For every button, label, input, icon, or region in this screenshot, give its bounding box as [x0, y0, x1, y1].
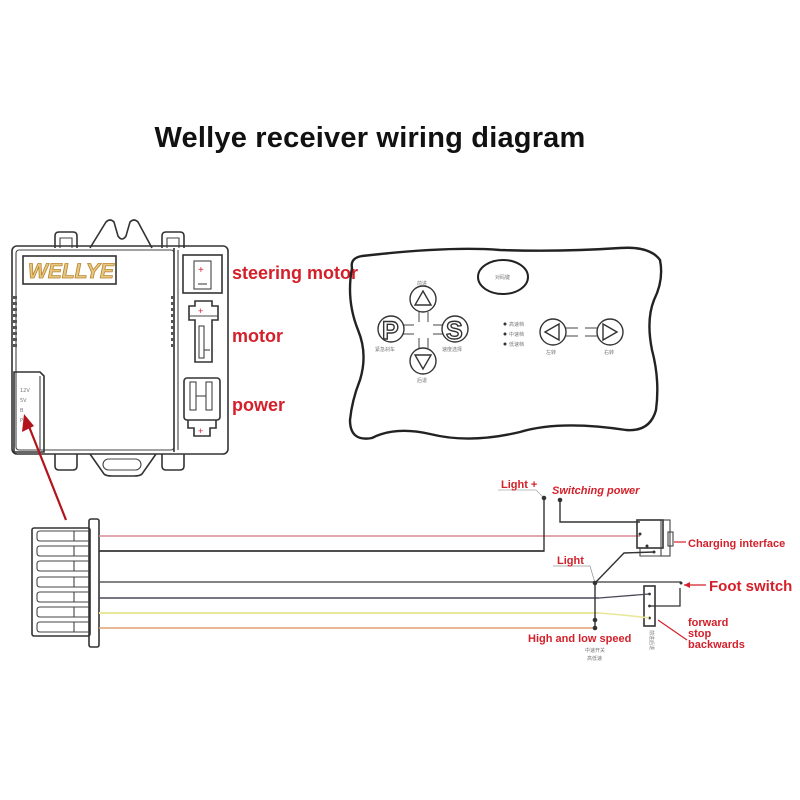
forward-caption: 前进	[417, 280, 427, 287]
pin-label-3: B	[20, 408, 24, 414]
receiver-bottom-slot	[102, 458, 142, 471]
label-backwards: backwards	[688, 639, 745, 651]
power-port: +	[183, 377, 221, 437]
motor-plus: +	[198, 306, 203, 316]
left-right-connector	[566, 327, 597, 337]
label-motor: motor	[232, 326, 283, 346]
brand-logo: WELLYE	[28, 260, 115, 283]
plug-flange	[88, 518, 100, 648]
receiver-top-tab-right	[161, 231, 185, 248]
speed-indicator-mid: 中速档	[509, 331, 524, 338]
speed-indicator-low: 低速档	[509, 341, 524, 348]
remote-outline	[348, 246, 663, 440]
power-plus: +	[198, 426, 203, 436]
label-direction-cn: 前进后退	[648, 630, 655, 650]
light-leader	[553, 565, 596, 584]
steering-motor-port	[182, 254, 223, 294]
up-arrow-icon	[413, 289, 433, 306]
pin-label-1: 12V	[20, 388, 30, 394]
pair-button-label: 对码键	[495, 274, 510, 281]
label-switching-power: Switching power	[552, 485, 640, 497]
speed-caption: 速度选择	[442, 346, 462, 353]
pin-header	[13, 371, 45, 453]
receiver-bottom-tab-left	[54, 454, 78, 471]
plug-body	[31, 527, 91, 637]
dpad-connectors	[402, 312, 445, 348]
brand-plate	[22, 255, 117, 285]
label-forward: forward	[688, 617, 728, 629]
backward-caption: 后退	[417, 377, 427, 384]
label-steering-motor: steering motor	[232, 263, 358, 283]
wire-harness	[99, 535, 681, 629]
left-button[interactable]	[539, 318, 567, 346]
left-arrow-icon	[543, 322, 560, 342]
forward-button[interactable]	[409, 285, 437, 313]
label-charging-interface: Charging interface	[688, 538, 785, 550]
receiver-vent-left	[13, 296, 17, 347]
label-high-low-speed-cn-2: 高低速	[587, 655, 602, 662]
left-caption: 左转	[546, 349, 556, 356]
right-button[interactable]	[596, 318, 624, 346]
remote-controller: 对码键 前进 后退 P 紧急刹车 S 速度选	[348, 246, 663, 440]
park-glyph: P	[382, 317, 399, 345]
park-button[interactable]: P	[377, 315, 405, 346]
light-wire-to-charger	[594, 551, 655, 584]
receiver-vent-right	[171, 296, 175, 347]
speed-indicators: 高速档 中速档 低速档	[503, 321, 524, 348]
park-caption: 紧急刹车	[375, 346, 395, 353]
receiver-top-tab-left-inner	[59, 237, 73, 248]
direction-switch	[598, 581, 706, 641]
speed-glyph: S	[446, 317, 463, 345]
label-high-low-speed-cn-1: 中速开关	[585, 647, 605, 654]
label-high-low-speed: High and low speed	[528, 633, 631, 645]
plug-pins	[36, 530, 89, 633]
right-caption: 右转	[604, 349, 614, 356]
label-light: Light	[557, 555, 584, 567]
receiver-body	[11, 245, 229, 455]
pair-button[interactable]	[477, 259, 529, 295]
backward-button[interactable]	[409, 347, 437, 375]
down-arrow-icon	[413, 354, 433, 371]
pin-label-2: 5V	[20, 398, 27, 404]
label-power: power	[232, 395, 285, 415]
connector-plug	[31, 518, 100, 648]
motor-port: +	[188, 300, 219, 363]
steering-motor-socket	[193, 260, 212, 290]
charging-interface-connector	[636, 519, 686, 557]
light-plus-wire	[99, 498, 545, 552]
receiver-top-tab-left	[54, 231, 78, 248]
switching-power-branch	[99, 489, 640, 552]
switching-power-wire	[559, 500, 640, 523]
receiver-unit: WELLYE + + + 12V 5V B P	[11, 219, 229, 477]
right-arrow-icon	[602, 322, 619, 342]
diagram-title: Wellye receiver wiring diagram	[154, 122, 586, 154]
receiver-bottom-clip	[89, 453, 157, 477]
light-branch	[553, 551, 655, 631]
label-light-plus: Light +	[501, 479, 537, 491]
pin-pointer-arrow	[22, 414, 68, 521]
receiver-bottom-tab-right	[161, 454, 185, 471]
receiver-top-clip	[89, 219, 153, 249]
speed-indicator-high: 高速档	[509, 321, 524, 328]
label-foot-switch: Foot switch	[709, 578, 792, 595]
speed-button[interactable]: S	[441, 315, 469, 346]
label-stop: stop	[688, 628, 712, 640]
receiver-top-tab-right-inner	[166, 237, 180, 248]
pin-label-4: P	[20, 418, 23, 424]
steering-plus: +	[198, 265, 204, 276]
